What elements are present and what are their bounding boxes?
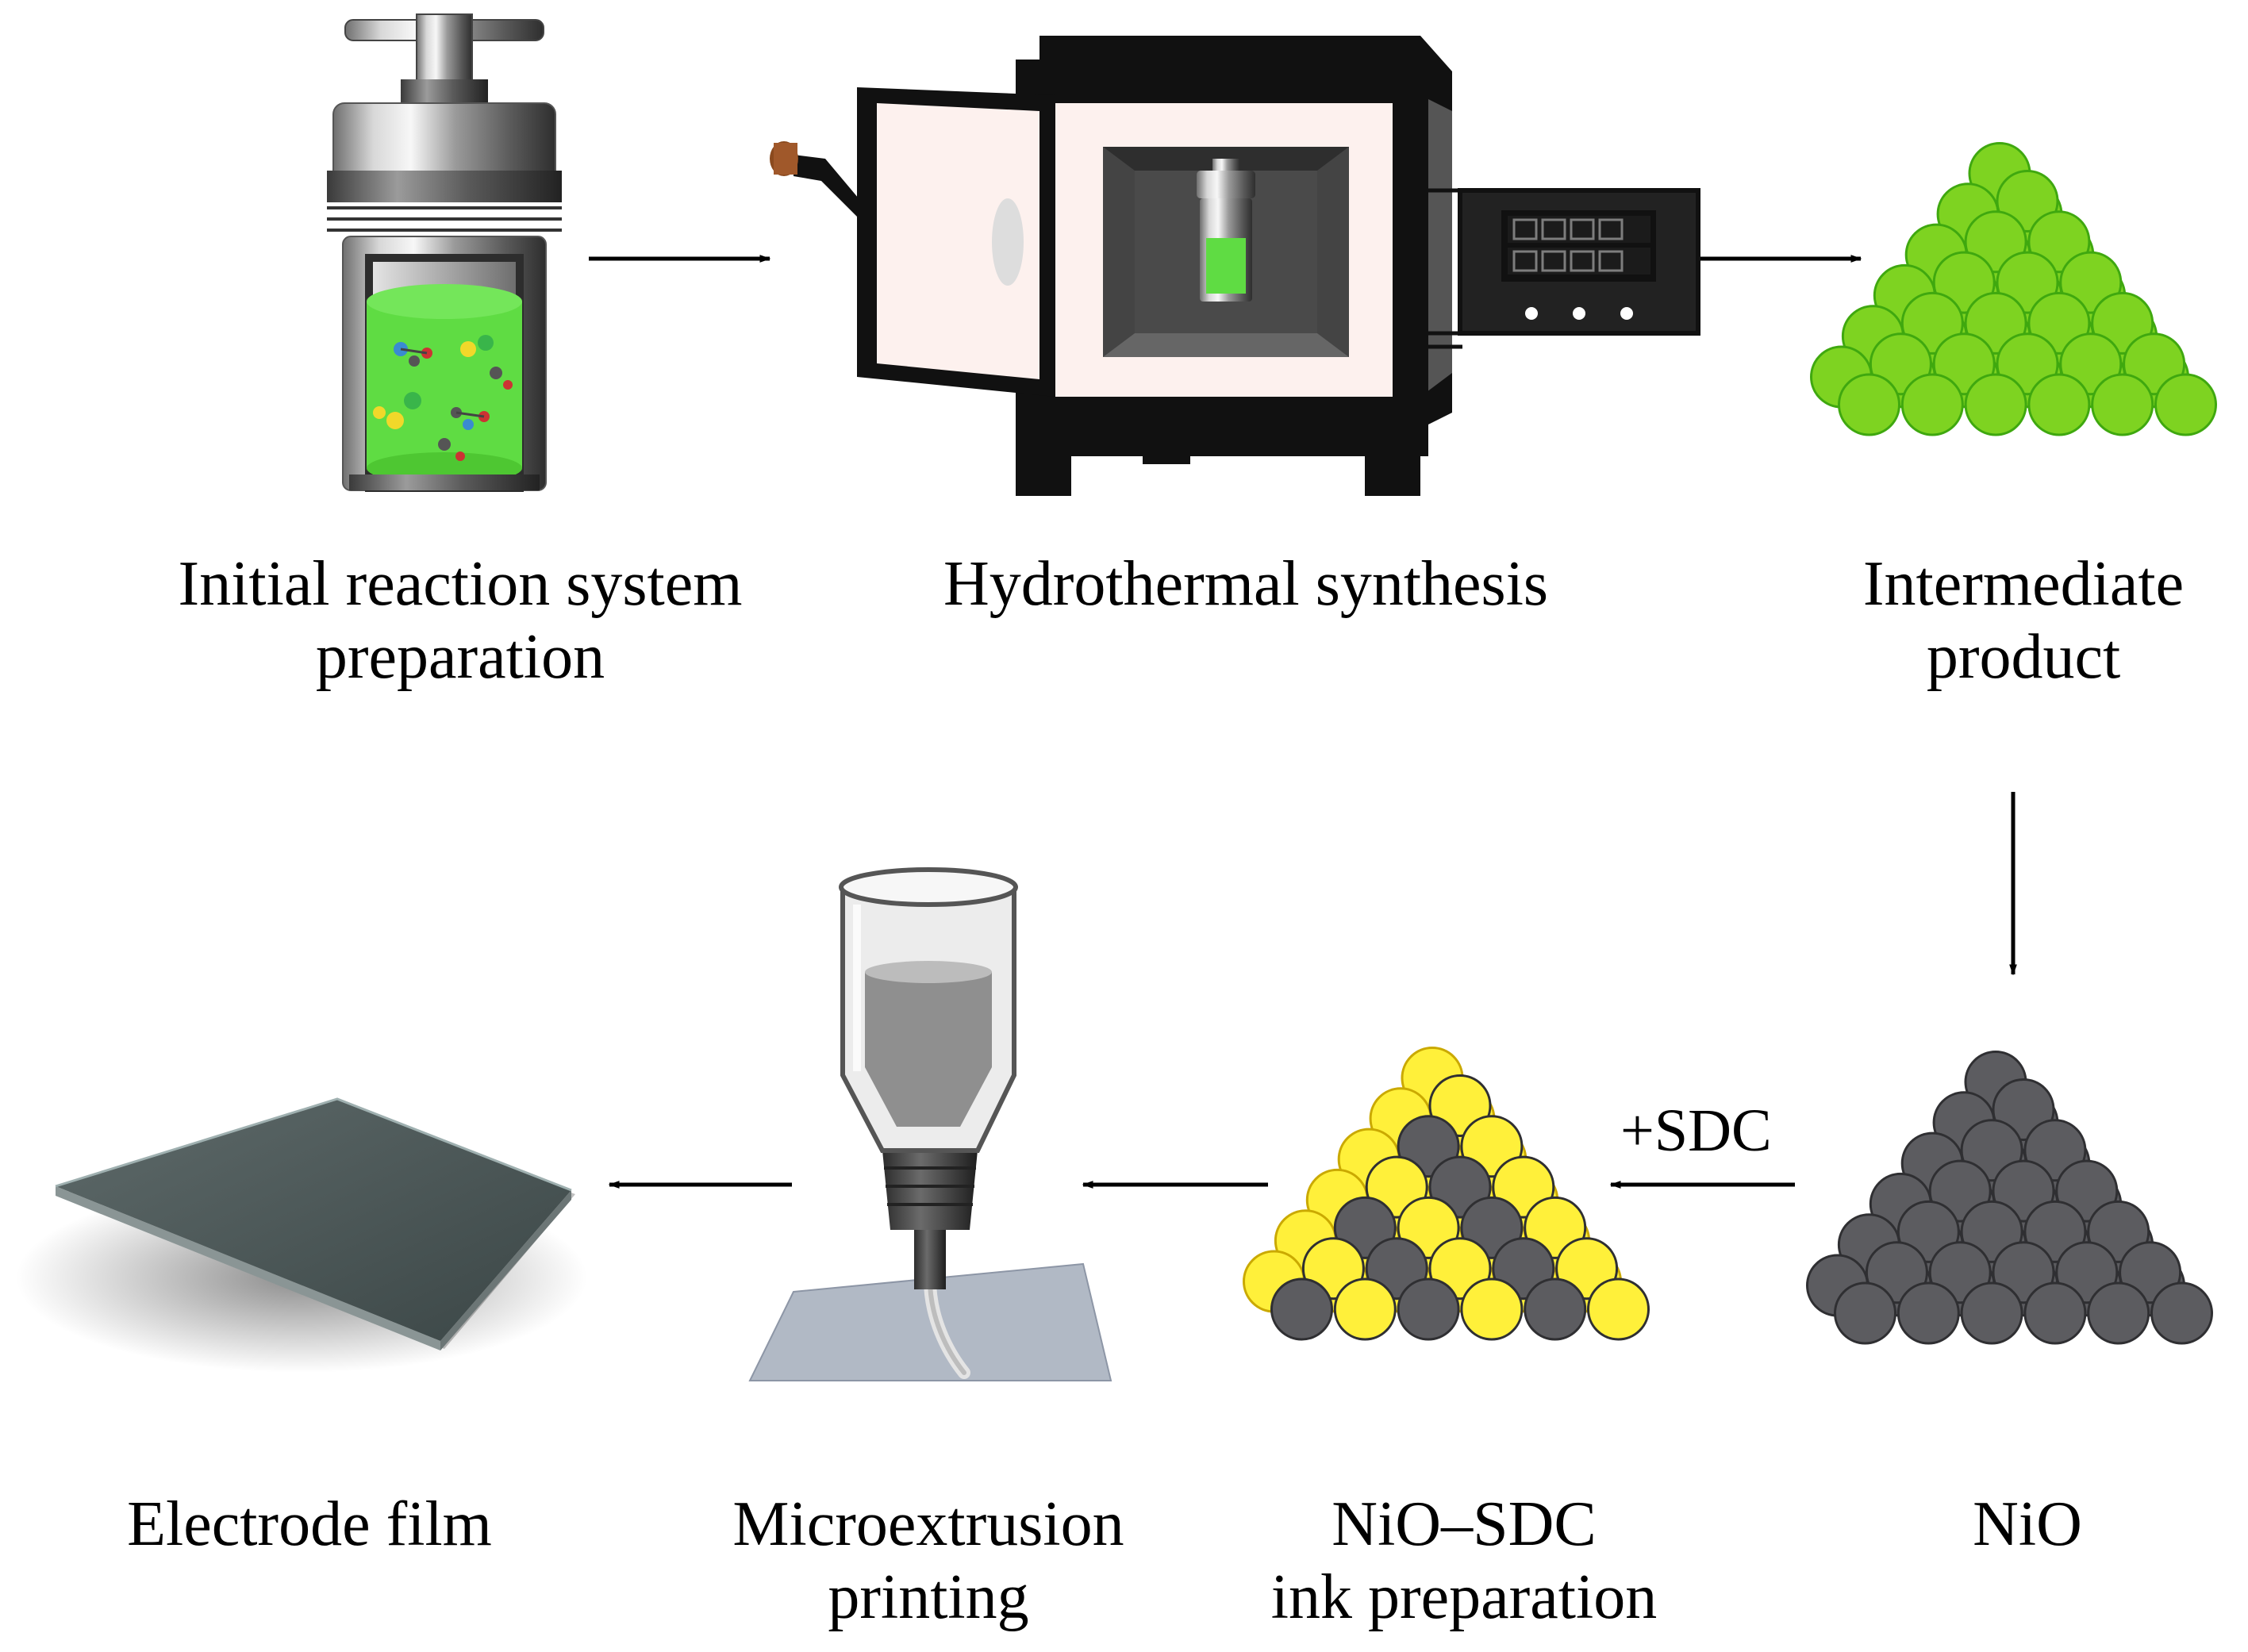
nio-particles [1806, 1051, 2213, 1345]
autoclave-illustration [327, 13, 562, 492]
label-nio: NiO [1841, 1488, 2214, 1561]
particle [1397, 1277, 1460, 1341]
particle [2150, 1281, 2213, 1345]
label-nio-line1: NiO [1973, 1489, 2082, 1559]
nio-sdc-particles [1243, 1047, 1650, 1341]
label-initial-line2: preparation [315, 622, 605, 692]
furnace-illustration [770, 36, 1700, 496]
label-hydrothermal-line1: Hydrothermal synthesis [943, 549, 1549, 619]
particle [1838, 373, 1900, 436]
particle [1333, 1277, 1397, 1341]
particle [2027, 373, 2091, 436]
molecule-icons [373, 335, 513, 461]
label-intermediate-line2: product [1926, 622, 2121, 692]
particle [2154, 373, 2217, 436]
label-printing-line2: printing [828, 1562, 1029, 1632]
microextrusion-printer-illustration [748, 867, 1112, 1381]
particle [1460, 1277, 1524, 1341]
label-electrode-film: Electrode film [63, 1488, 555, 1561]
particle [1900, 373, 1964, 436]
particle [2091, 373, 2154, 436]
sdc-additive-label: +SDC [1620, 1097, 1772, 1164]
flow-arrows [589, 255, 2017, 1189]
particle [2023, 1281, 2087, 1345]
particle [2087, 1281, 2150, 1345]
particle [1270, 1277, 1333, 1341]
label-initial-line1: Initial reaction system [178, 549, 743, 619]
intermediate-product-particles [1810, 142, 2217, 436]
particle [1834, 1281, 1896, 1345]
label-film-line1: Electrode film [127, 1489, 492, 1559]
particle [1960, 1281, 2023, 1345]
particle [1964, 373, 2027, 436]
label-intermediate-line1: Intermediate [1862, 549, 2185, 619]
particle [1524, 1277, 1587, 1341]
label-ink-line2: ink preparation [1270, 1562, 1658, 1632]
label-ink-line1: NiO–SDC [1332, 1489, 1597, 1559]
electrode-film-illustration [16, 1097, 587, 1373]
label-intermediate: Intermediate product [1801, 547, 2246, 693]
particle [1896, 1281, 1960, 1345]
label-ink-preparation: NiO–SDC ink preparation [1190, 1488, 1738, 1634]
particle [1587, 1277, 1650, 1341]
label-initial-reaction: Initial reaction system preparation [95, 547, 825, 693]
label-printing-line1: Microextrusion [732, 1489, 1124, 1559]
label-hydrothermal: Hydrothermal synthesis [881, 547, 1611, 620]
label-microextrusion: Microextrusion printing [667, 1488, 1190, 1634]
